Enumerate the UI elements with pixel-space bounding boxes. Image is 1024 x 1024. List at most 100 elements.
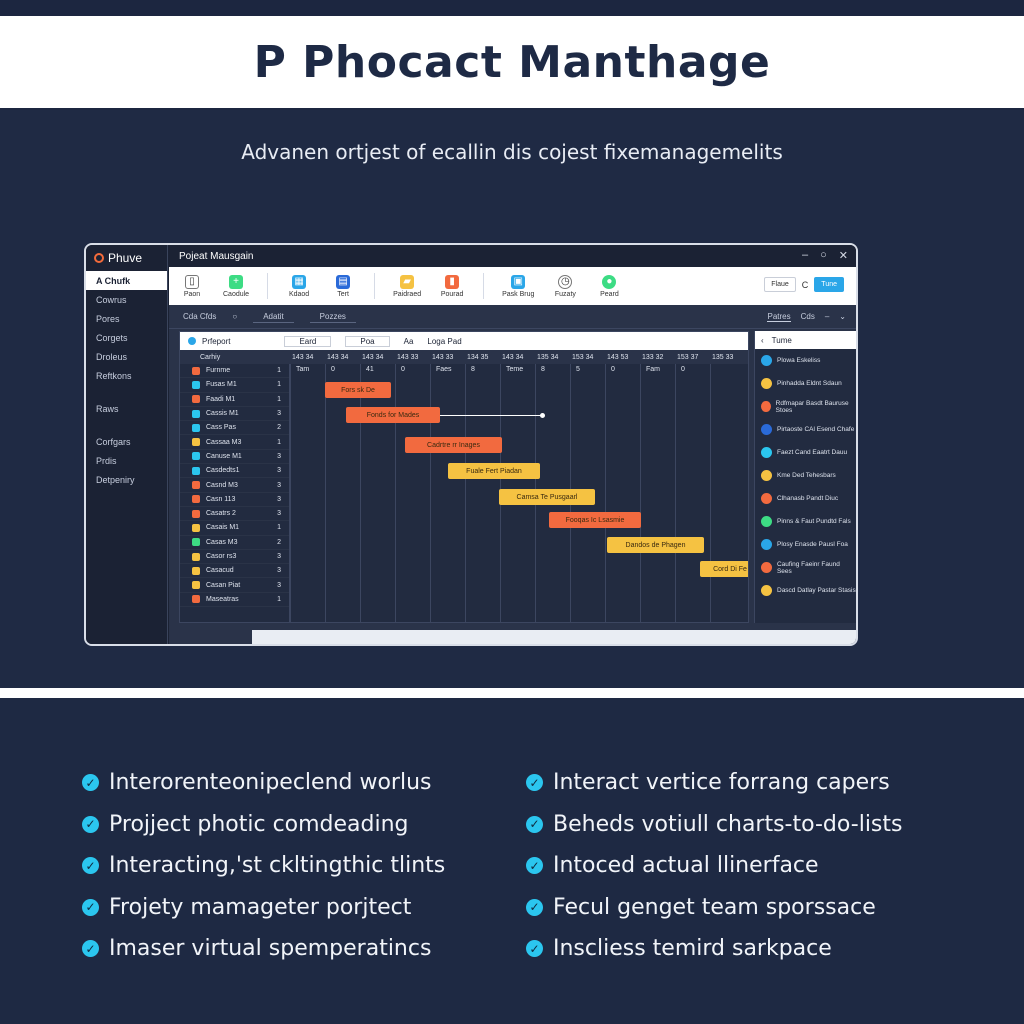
primary-button[interactable]: Tune [814, 277, 844, 292]
task-status-icon[interactable] [192, 566, 200, 575]
collapse-icon[interactable]: – [824, 311, 830, 321]
ribbon-button-7[interactable]: ◷Fuzaty [552, 274, 578, 298]
gantt-task-bar[interactable]: Fuale Fert Piadan [448, 463, 540, 479]
gantt-filter-3[interactable]: Loga Pad [427, 336, 462, 346]
task-status-icon[interactable] [192, 380, 200, 389]
gantt-filter-0[interactable]: Eard [284, 335, 332, 347]
gantt-task-bar[interactable]: Dandos de Phagen [607, 537, 704, 553]
chevron-left-icon[interactable]: ‹ [761, 335, 764, 345]
maximize-icon[interactable]: ○ [820, 249, 827, 261]
view-filter-1[interactable]: Adatit [253, 311, 294, 323]
view-option-0[interactable]: Patres [767, 311, 791, 322]
activity-item[interactable]: Pirtaoste CAl Esend Chafe [755, 418, 856, 441]
activity-item[interactable]: Kme Ded Tehesbars [755, 464, 856, 487]
activity-item[interactable]: Dascd Datlay Pastar Stasis [755, 579, 856, 602]
task-status-icon[interactable] [192, 509, 200, 518]
ribbon-button-3[interactable]: ▤Tert [330, 274, 356, 298]
task-status-icon[interactable] [192, 423, 200, 432]
task-status-icon[interactable] [192, 481, 200, 490]
sidebar-item-7[interactable]: Corfgars [96, 436, 131, 447]
task-status-icon[interactable] [192, 438, 200, 447]
date-label: 143 33 [432, 353, 454, 361]
search-button[interactable]: Flaue [764, 277, 796, 292]
task-status-icon[interactable] [192, 595, 200, 604]
task-status-icon[interactable] [192, 538, 200, 547]
grid-icon: ▦ [292, 274, 307, 289]
activity-item[interactable]: Pinhadda Eldnt Sdaun [755, 372, 856, 395]
activity-item[interactable]: Plosy Enasde Pausl Foa [755, 533, 856, 556]
gantt-filter-2[interactable]: Aa [403, 336, 414, 346]
circle-icon[interactable]: ○ [232, 312, 238, 321]
sidebar-item-2[interactable]: Pores [96, 313, 120, 324]
view-option-1[interactable]: Cds [800, 311, 815, 321]
activity-item[interactable]: Faezt Cand Eaatrt Dauu [755, 441, 856, 464]
sidebar-item-9[interactable]: Detpeniry [96, 474, 135, 485]
gantt-task-bar[interactable]: Camsa Te Pusgaarl [499, 489, 595, 505]
refresh-icon[interactable]: C [801, 279, 809, 290]
sidebar-item-3[interactable]: Corgets [96, 332, 128, 343]
close-icon[interactable]: ✕ [838, 250, 848, 262]
timeline-gridline [640, 364, 641, 622]
date-label: 134 35 [467, 353, 489, 361]
task-status-icon[interactable] [192, 495, 200, 504]
sidebar-item-5[interactable]: Reftkons [96, 370, 132, 381]
task-status-icon[interactable] [192, 552, 200, 561]
activity-item[interactable]: Clhanasb Pandt Diuc [755, 487, 856, 510]
gantt-task-bar[interactable]: Cadrtre rr Inages [405, 437, 502, 453]
activity-item[interactable]: Plowa Eskeliss [755, 349, 856, 372]
ribbon-button-2[interactable]: ▦Kdaod [286, 274, 312, 298]
view-filter-0[interactable]: Cda Cfds [183, 312, 217, 321]
sidebar-item-6[interactable]: Raws [96, 403, 119, 414]
activity-item[interactable]: Rdfmapar Basdt Bauruse Stoes [755, 395, 856, 418]
sidebar-item-8[interactable]: Prdis [96, 455, 117, 466]
ribbon-button-5[interactable]: ▮Pourad [439, 274, 465, 298]
activity-text: Clhanasb Pandt Diuc [777, 495, 839, 502]
ribbon-button-4[interactable]: ▰Paidraed [393, 274, 421, 298]
check-icon: ✓ [526, 898, 543, 916]
task-status-icon[interactable] [192, 409, 200, 418]
ribbon-button-8[interactable]: ●Peard [596, 274, 622, 298]
gantt-task-bar[interactable]: Fonds for Mades [346, 407, 440, 423]
ribbon-button-0[interactable]: ▯Paon [179, 274, 205, 298]
activity-item[interactable]: Caufing Faeinr Faund Sees [755, 556, 856, 579]
task-status-icon[interactable] [192, 581, 200, 590]
sidebar-item-0[interactable]: A Chufk [86, 271, 167, 290]
sidebar-item-4[interactable]: Droleus [96, 351, 128, 362]
task-status-icon[interactable] [192, 523, 200, 532]
gantt-task-bar[interactable]: Fooqas Ic Lsasmie [549, 512, 641, 528]
ribbon-button-1[interactable]: +Caodule [223, 274, 249, 298]
task-status-icon[interactable] [192, 366, 200, 375]
features-section: ✓Interorenteonipeclend worlus✓Projject p… [0, 698, 1024, 1024]
ribbon-button-6[interactable]: ▣Pask Brug [502, 274, 534, 298]
task-status-icon[interactable] [192, 452, 200, 461]
chevron-down-icon[interactable]: ⌄ [839, 311, 846, 321]
minimize-icon[interactable]: – [802, 249, 809, 261]
gantt-task-bar[interactable]: Fors sk De [325, 382, 391, 398]
activity-item[interactable]: Pinns & Faut Pundtd Fals [755, 510, 856, 533]
status-bar [252, 630, 856, 644]
gantt-filter-1[interactable]: Poa [345, 335, 390, 347]
view-filter-2[interactable]: Pozzes [309, 311, 356, 323]
gantt-task-bar[interactable]: Cord Di Fe [700, 561, 748, 577]
task-status-icon[interactable] [192, 466, 200, 475]
task-status-icon[interactable] [192, 395, 200, 404]
sidebar-item-1[interactable]: Cowrus [96, 294, 127, 305]
